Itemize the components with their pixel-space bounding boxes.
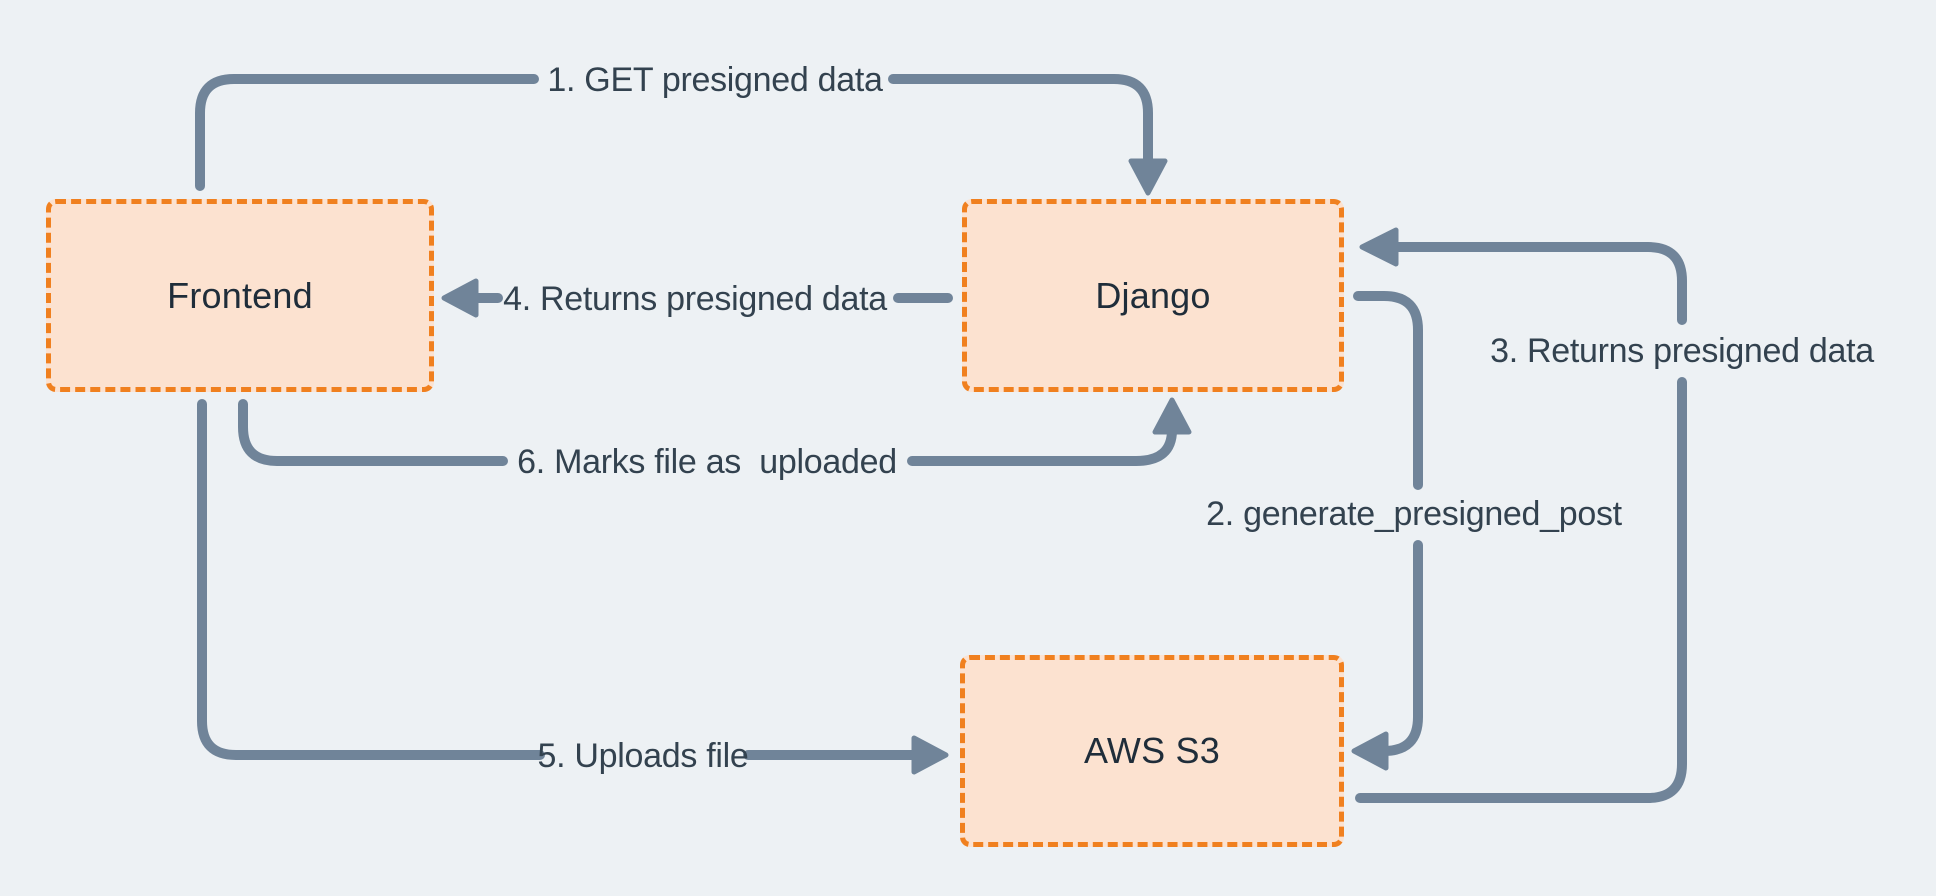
edge-2-arrowhead [1351,731,1389,771]
edge-4-arrowhead [441,278,479,318]
edge-5-segment-a [197,399,545,760]
node-aws-s3-label: AWS S3 [1084,730,1220,771]
edge-1-segment-b [888,74,1153,168]
edge-6-arrowhead [1152,397,1192,435]
edge-label-generate-presigned-post: 2. generate_presigned_post [1206,495,1622,533]
edge-label-get-presigned-data: 1. GET presigned data [547,61,883,99]
edge-3-segment-a [1355,377,1687,803]
edge-2-segment-a [1353,291,1423,490]
edge-label-returns-presigned-data-s3: 3. Returns presigned data [1490,332,1874,370]
edge-1-segment-a [195,74,539,191]
edge-3-arrowhead [1359,227,1399,267]
edge-3-segment-b [1389,242,1687,325]
edge-2-segment-b [1379,540,1423,756]
edge-1-arrowhead [1128,158,1168,196]
node-frontend: Frontend [46,199,434,392]
edge-label-uploads-file: 5. Uploads file [537,737,749,775]
edge-6-segment-a [238,399,508,466]
edge-6-segment-b [907,425,1177,466]
edge-label-marks-file-uploaded: 6. Marks file as uploaded [517,443,897,481]
node-aws-s3: AWS S3 [960,655,1344,847]
node-frontend-label: Frontend [167,274,313,316]
edge-5-arrowhead [911,735,949,775]
edge-label-returns-presigned-data-frontend: 4. Returns presigned data [503,280,887,318]
node-django: Django [962,199,1344,392]
node-django-label: Django [1095,274,1211,316]
